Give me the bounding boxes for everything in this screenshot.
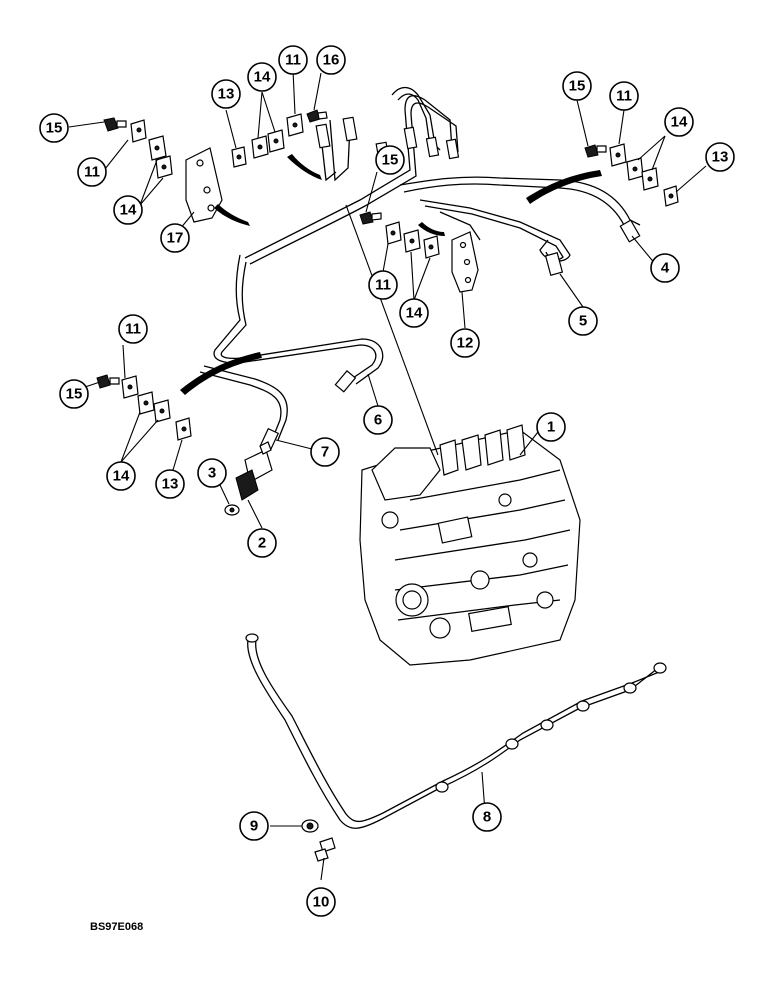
callout-15-center: 15: [375, 145, 405, 175]
callout-14-upper-right: 14: [664, 107, 694, 137]
callout-11-left: 11: [118, 314, 148, 344]
callout-11-upper-left: 11: [77, 157, 107, 187]
callout-17: 17: [160, 223, 190, 253]
callout-15-upper-left: 15: [39, 113, 69, 143]
callout-9: 9: [239, 811, 269, 841]
svg-text:13: 13: [218, 86, 235, 103]
callout-leaders: [68, 69, 707, 881]
svg-text:11: 11: [125, 321, 141, 338]
svg-text:2: 2: [258, 535, 266, 552]
hardware-left: [96, 374, 192, 441]
nozzle-and-washer: [224, 441, 273, 516]
callout-14-upper: 14: [247, 62, 277, 92]
svg-text:13: 13: [712, 149, 729, 166]
clamp-bracket-12: [451, 231, 479, 293]
svg-text:1: 1: [547, 419, 555, 436]
svg-text:11: 11: [84, 164, 100, 181]
callout-7: 7: [310, 437, 340, 467]
svg-text:17: 17: [167, 230, 184, 247]
callout-11-upper-right: 11: [609, 81, 639, 111]
svg-text:9: 9: [250, 818, 258, 835]
callout-13-upper-right: 13: [705, 142, 735, 172]
svg-text:4: 4: [661, 260, 670, 277]
svg-text:14: 14: [406, 305, 423, 322]
svg-text:5: 5: [579, 313, 587, 330]
callout-14-left: 14: [106, 461, 136, 491]
line-fittings: [259, 116, 641, 451]
svg-text:12: 12: [457, 335, 474, 352]
callout-11-upper: 11: [278, 45, 308, 75]
svg-text:7: 7: [321, 444, 329, 461]
hardware-upper-left: [103, 117, 173, 179]
callout-6: 6: [363, 405, 393, 435]
callout-5: 5: [568, 306, 598, 336]
svg-text:11: 11: [285, 52, 301, 69]
hardware-upper-right: [584, 143, 679, 207]
svg-text:14: 14: [254, 69, 271, 86]
svg-text:14: 14: [671, 114, 688, 131]
callout-13-upper: 13: [211, 79, 241, 109]
leak-off-line: [245, 633, 667, 829]
assembly-arrows: [180, 154, 602, 395]
svg-text:15: 15: [46, 120, 63, 137]
svg-text:11: 11: [375, 277, 391, 294]
callout-16: 16: [316, 45, 346, 75]
callout-11-center: 11: [368, 270, 398, 300]
callout-3: 3: [197, 458, 227, 488]
svg-text:15: 15: [66, 386, 83, 403]
callout-13-left: 13: [155, 469, 185, 499]
callout-12: 12: [450, 328, 480, 358]
svg-text:11: 11: [616, 88, 632, 105]
svg-text:6: 6: [374, 412, 382, 429]
svg-text:3: 3: [208, 465, 216, 482]
callout-10: 10: [306, 887, 336, 917]
banjo-washer-and-bolt: [301, 819, 336, 862]
svg-text:16: 16: [323, 52, 340, 69]
svg-text:10: 10: [313, 894, 330, 911]
callout-4: 4: [650, 253, 680, 283]
leader-pump-reference: [345, 204, 439, 456]
callout-1: 1: [536, 412, 566, 442]
injection-pump: [359, 424, 581, 666]
svg-text:14: 14: [113, 468, 130, 485]
svg-text:15: 15: [569, 78, 586, 95]
figure-code: BS97E068: [90, 921, 144, 933]
hardware-upper-center: [231, 109, 328, 168]
callouts: 15 11 14 17 13 14 11 16 15 11 14 12 15 1…: [39, 45, 735, 917]
svg-text:13: 13: [162, 476, 179, 493]
callout-15-left: 15: [59, 379, 89, 409]
svg-text:15: 15: [382, 152, 399, 169]
svg-text:8: 8: [483, 809, 491, 826]
callout-15-upper-right: 15: [562, 71, 592, 101]
hardware-center: [359, 211, 440, 259]
callout-2: 2: [247, 528, 277, 558]
callout-8: 8: [472, 802, 502, 832]
callout-14-upper-left: 14: [113, 195, 143, 225]
clamp-bracket-17: [185, 147, 223, 223]
svg-text:14: 14: [120, 202, 137, 219]
callout-14-center: 14: [399, 298, 429, 328]
